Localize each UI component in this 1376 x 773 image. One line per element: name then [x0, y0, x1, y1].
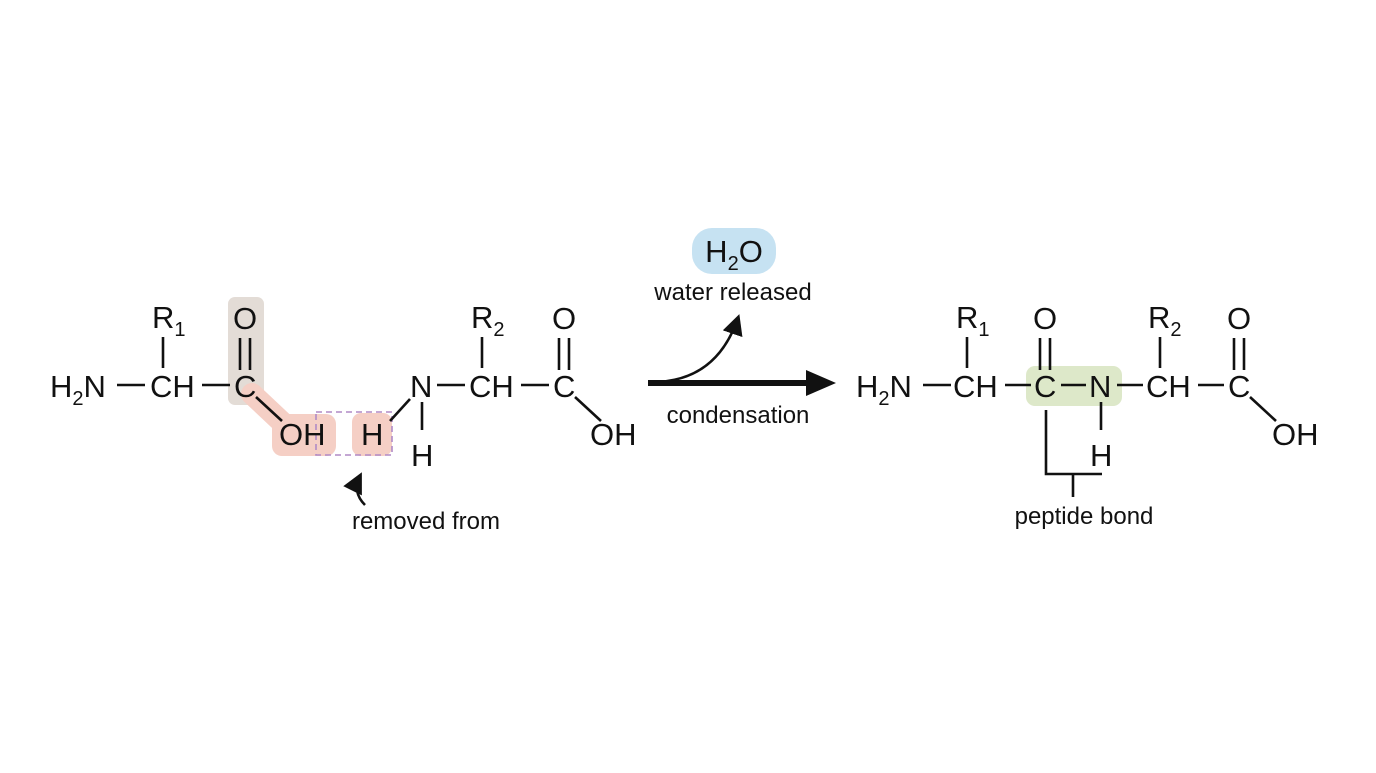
hydroxyl-group: OH	[590, 417, 637, 452]
carboxyl-oxygen: O	[1227, 301, 1251, 336]
alpha-carbon: CH	[150, 369, 195, 404]
amine-group: H2N	[50, 369, 106, 410]
hydrogen-removed-highlight	[352, 413, 392, 456]
hydroxyl-group: OH	[279, 417, 326, 452]
reaction-arrow-head	[806, 370, 836, 396]
amine-group: H2N	[856, 369, 912, 410]
water-formula: H2O	[705, 234, 763, 275]
peptide-bond-label: peptide bond	[1015, 503, 1154, 530]
dipeptide-product: H2N CH R1 C O N H CH R2 C O OH peptide b…	[856, 300, 1319, 530]
amide-carbon: C	[1034, 369, 1056, 404]
amino-acid-1: H2N CH R1 C O OH	[50, 300, 326, 452]
bond	[1249, 396, 1277, 422]
amide-nitrogen: N	[1089, 369, 1111, 404]
amide-oxygen: O	[1033, 301, 1057, 336]
carbonyl-highlight	[228, 297, 264, 405]
water-release-arrow	[651, 314, 743, 384]
amide-hydrogen: H	[1090, 438, 1112, 473]
side-chain-1: R1	[956, 300, 990, 341]
carbonyl-oxygen: O	[552, 301, 576, 336]
amino-acid-2: H N H CH R2 C O OH	[361, 300, 637, 473]
bond	[255, 396, 283, 422]
carboxyl-carbon: C	[1228, 369, 1250, 404]
water-highlight	[692, 228, 776, 274]
alpha-carbon-1: CH	[953, 369, 998, 404]
bond	[574, 396, 602, 422]
reaction-arrow-group: H2O water released condensation	[648, 234, 836, 429]
hydroxyl-removed-highlight	[272, 414, 336, 456]
condensation-label: condensation	[667, 402, 810, 429]
amine-hydrogen: H	[361, 417, 383, 452]
carbonyl-oxygen: O	[233, 301, 257, 336]
removed-label: removed from	[352, 508, 500, 535]
hydroxyl-group: OH	[1272, 417, 1319, 452]
side-chain-2: R2	[1148, 300, 1182, 341]
amine-hydrogen-lower: H	[411, 438, 433, 473]
side-chain: R1	[152, 300, 186, 341]
amine-nitrogen: N	[410, 369, 432, 404]
alpha-carbon: CH	[469, 369, 514, 404]
carbonyl-carbon: C	[234, 369, 256, 404]
water-released-label: water released	[653, 279, 811, 306]
alpha-carbon-2: CH	[1146, 369, 1191, 404]
side-chain: R2	[471, 300, 505, 341]
peptide-bond-bracket	[1044, 410, 1102, 476]
bond	[389, 398, 411, 422]
removed-pointer-arrow	[343, 472, 366, 506]
carbonyl-carbon: C	[553, 369, 575, 404]
